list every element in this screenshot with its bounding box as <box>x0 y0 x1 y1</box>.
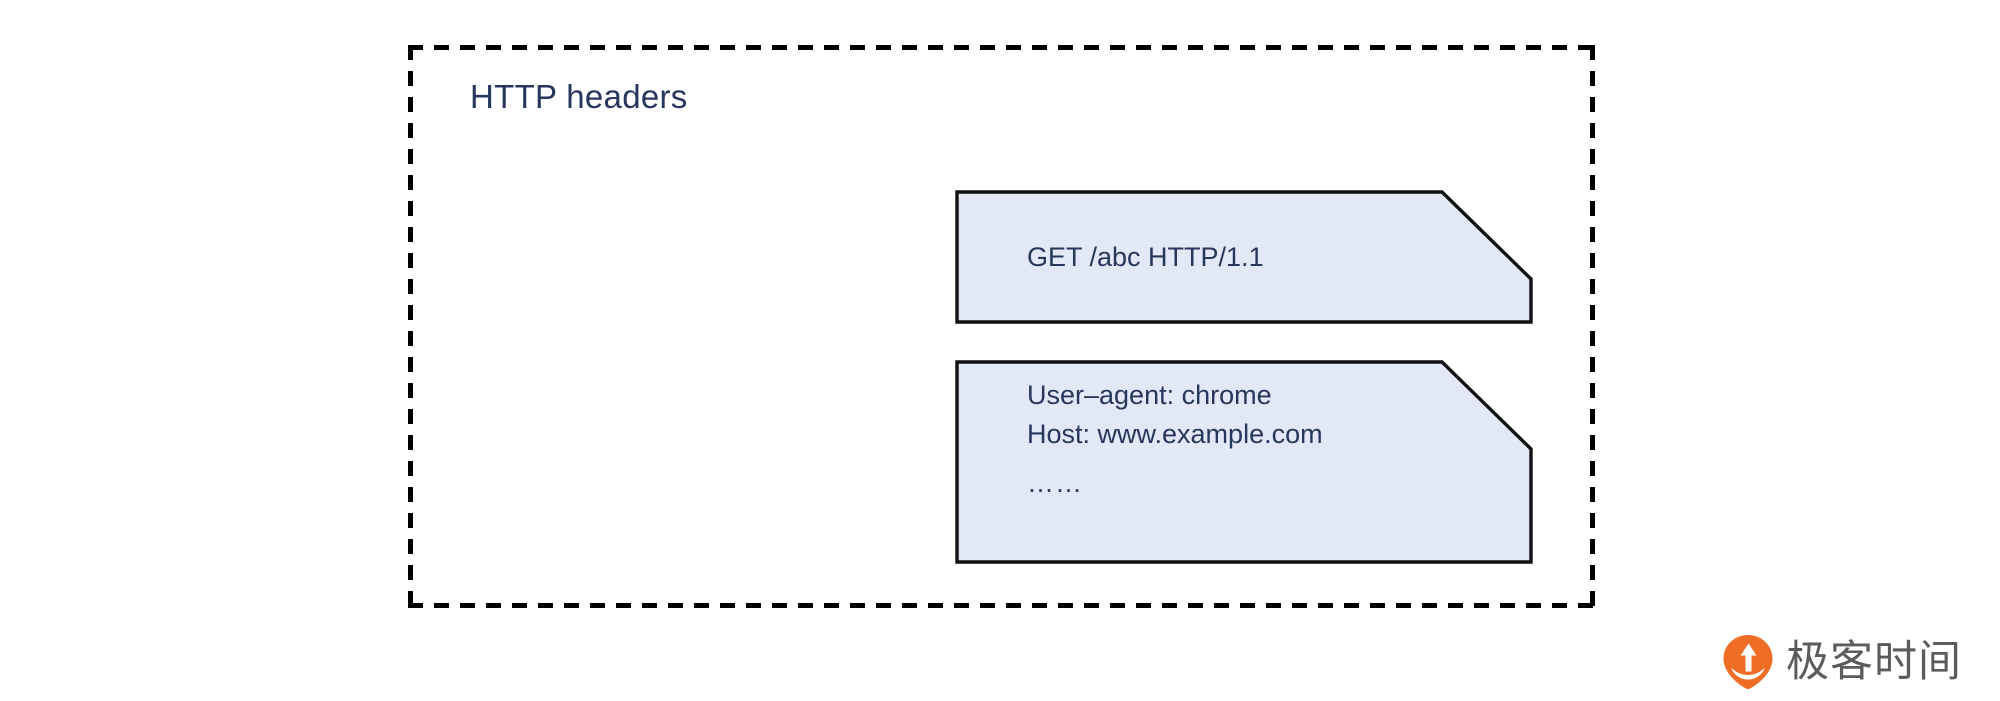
header-fields-note-text: User–agent: chrome Host: www.example.com… <box>955 360 1533 564</box>
container-border-left <box>408 45 413 608</box>
container-border-bottom <box>408 603 1595 608</box>
brand-name: 极客时间 <box>1786 636 1962 687</box>
note-line: GET /abc HTTP/1.1 <box>1027 241 1264 272</box>
note-line: User–agent: chrome <box>1027 380 1272 410</box>
request-line-note-text: GET /abc HTTP/1.1 <box>955 190 1533 324</box>
http-headers-title: HTTP headers <box>470 78 688 115</box>
header-fields-note: User–agent: chrome Host: www.example.com… <box>955 360 1533 564</box>
request-line-note: GET /abc HTTP/1.1 <box>955 190 1533 324</box>
http-headers-container <box>408 45 1595 608</box>
folded-corner-shape <box>955 190 1533 324</box>
brand-logo: 极客时间 <box>1722 634 1962 690</box>
container-border-top <box>408 45 1595 50</box>
note-line: …… <box>1027 468 1083 498</box>
folded-corner-shape <box>955 360 1533 564</box>
note-line: Host: www.example.com <box>1027 419 1323 449</box>
geektime-pin-icon <box>1723 635 1773 689</box>
container-border-right <box>1590 45 1595 608</box>
